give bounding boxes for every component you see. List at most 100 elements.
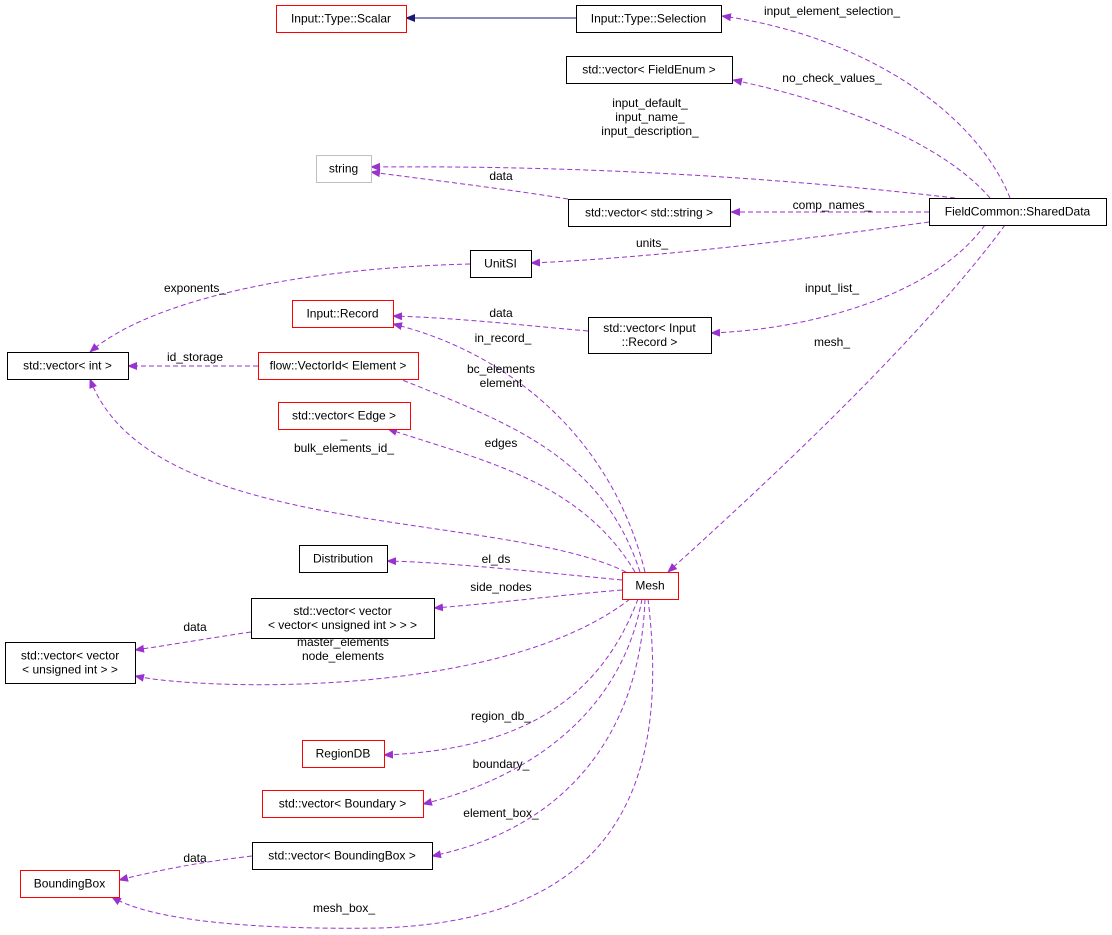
class-node-distribution[interactable]: Distribution [299,545,388,573]
class-node-selection[interactable]: Input::Type::Selection [576,5,722,33]
edge-label: data [183,620,207,634]
edge-label: el_ds [482,552,511,566]
node-box [251,598,435,639]
edge-label: data [489,306,513,320]
edge-label: mesh_ [814,335,850,349]
edge-label: element_box_ [463,806,539,820]
edge-label: side_nodes [470,580,531,594]
class-node-unitsi[interactable]: UnitSI [470,250,532,278]
node-box [7,352,129,380]
edge-label: mesh_box_ [313,901,375,915]
node-box [262,790,424,818]
edge-label: node_elements [302,649,384,663]
class-node-vec-bbox[interactable]: std::vector< BoundingBox > [252,842,433,870]
edge-label: input_list_ [805,281,859,295]
node-label: ::Record > [622,335,678,349]
node-label: std::vector< FieldEnum > [582,63,715,77]
node-label: std::vector< Input [603,321,696,335]
node-label: std::vector< BoundingBox > [268,849,415,863]
node-label: string [329,162,358,176]
node-box [20,870,120,898]
edge-mesh-to-vec_boundary [422,598,643,806]
class-node-vec-boundary[interactable]: std::vector< Boundary > [262,790,424,818]
edge-unitsi-to-vec_int [89,263,471,353]
class-node-shared[interactable]: FieldCommon::SharedData [929,198,1107,226]
edge-label: boundary_ [473,757,530,771]
edge-vec_vvu-to-vec_vu [134,631,252,653]
node-box [276,5,407,33]
edge-label: units_ [636,236,668,250]
node-label: < unsigned int > > [22,663,118,677]
edge-mesh-to-vec_vvu [433,589,623,612]
node-label: < vector< unsigned int > > > [268,618,417,632]
node-label: std::vector< vector [293,604,391,618]
edge-label: data [183,851,207,865]
node-box [568,199,731,227]
node-box [278,402,411,430]
edge-label: input_element_selection_ [764,4,900,18]
edge-mesh-to-vec_bbox [431,598,646,859]
class-node-record[interactable]: Input::Record [292,300,394,328]
node-box [929,198,1107,226]
edge-label: comp_names_ [793,198,872,212]
edge-mesh-to-vec_edge [387,428,636,573]
edge-shared-to-selection [721,13,1011,199]
node-label: FieldCommon::SharedData [945,205,1091,219]
class-node-vec-record[interactable]: std::vector< Input::Record > [588,317,712,354]
edge-label: id_storage [167,350,223,364]
node-label: Input::Type::Scalar [291,12,391,26]
edge-label: region_db_ [471,709,531,723]
edge-mesh-to-vec_vu [134,598,631,686]
node-box [5,642,136,684]
class-node-vec-int[interactable]: std::vector< int > [7,352,129,380]
node-label: BoundingBox [34,877,105,891]
edge-label: input_name_ [615,110,685,124]
class-node-bbox[interactable]: BoundingBox [20,870,120,898]
edge-mesh-to-vec_int [89,378,627,573]
node-label: Input::Type::Selection [591,12,706,26]
node-box [299,545,388,573]
node-label: std::vector< Boundary > [279,797,406,811]
edge-shared-to-string [370,162,956,199]
edge-label: input_default_ [612,96,688,110]
class-node-string[interactable]: string [316,155,372,183]
node-box [566,56,733,84]
class-node-regiondb[interactable]: RegionDB [302,740,385,768]
edge-vec_string-to-string [370,169,569,200]
edge-label: element [480,376,523,390]
class-node-scalar[interactable]: Input::Type::Scalar [276,5,407,33]
edge-mesh-to-distribution [386,557,623,581]
edge-vec_record-to-record [392,312,589,332]
node-box [588,317,712,354]
node-label: Distribution [313,552,373,566]
edge-shared-to-unitsi [530,221,930,267]
node-label: Input::Record [306,307,378,321]
edge-label: bulk_elements_id_ [294,441,394,455]
node-label: std::vector< std::string > [585,206,713,220]
node-box [622,572,679,600]
edge-label: exponents_ [164,281,226,295]
class-node-vec-fieldenum[interactable]: std::vector< FieldEnum > [566,56,733,84]
edge-mesh-to-regiondb [383,598,639,759]
edge-shared-to-mesh [667,224,1006,573]
node-label: UnitSI [484,257,517,271]
class-node-mesh[interactable]: Mesh [622,572,679,600]
edge-mesh-to-record [392,322,646,573]
class-node-vec-edge[interactable]: std::vector< Edge > [278,402,411,430]
node-label: Mesh [635,579,664,593]
edge-mesh-to-bbox [111,598,654,929]
edge-vec_bbox-to-bbox [118,855,253,882]
edge-label: edges [485,436,518,450]
class-node-vec-vu[interactable]: std::vector< vector< unsigned int > > [5,642,136,684]
class-node-vectorid[interactable]: flow::VectorId< Element > [258,352,419,380]
node-box [252,842,433,870]
node-label: std::vector< int > [23,359,112,373]
node-label: RegionDB [316,747,371,761]
class-node-vec-vvu[interactable]: std::vector< vector< vector< unsigned in… [251,598,435,639]
node-label: std::vector< vector [21,649,119,663]
node-box [576,5,722,33]
edge-mesh-to-vectorid [379,370,641,573]
edge-label: in_record_ [475,331,532,345]
class-node-vec-string[interactable]: std::vector< std::string > [568,199,731,227]
